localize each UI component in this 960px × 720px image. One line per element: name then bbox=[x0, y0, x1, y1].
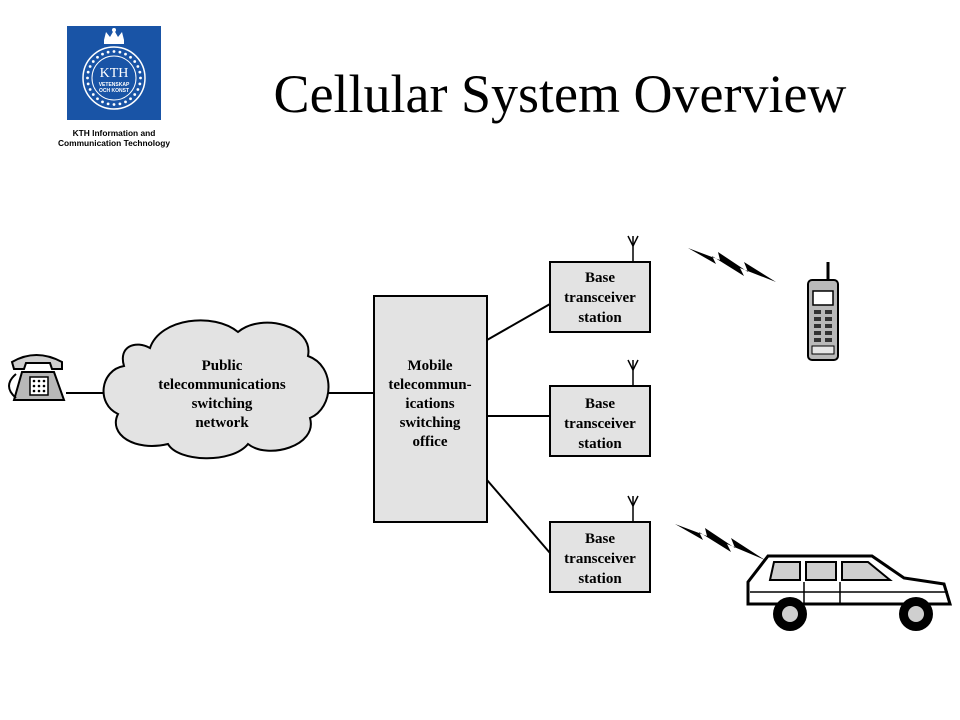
cloud-label-line: network bbox=[195, 415, 249, 431]
public-network-cloud bbox=[102, 319, 330, 460]
bts-label-line: Base bbox=[585, 396, 615, 412]
seal-dot bbox=[138, 70, 142, 74]
seal-dot bbox=[88, 88, 92, 91]
lightning-bolt-icon bbox=[688, 248, 776, 282]
logo-caption-line-2: Communication Technology bbox=[58, 138, 170, 148]
seal-dot bbox=[112, 50, 116, 53]
kth-ring-text-2: OCH KONST bbox=[99, 88, 129, 94]
kth-badge-text: KTH bbox=[100, 66, 129, 81]
seal-dot bbox=[136, 88, 140, 91]
public-network-label: Public telecommunications switching netw… bbox=[158, 358, 286, 431]
kth-logo: KTH VETENSKAP OCH KONST bbox=[67, 26, 161, 120]
bts-label-line: transceiver bbox=[564, 416, 636, 432]
seal-dot bbox=[91, 60, 95, 63]
seal-dot bbox=[106, 50, 110, 54]
seal-dot bbox=[139, 76, 142, 80]
bts-label-line: transceiver bbox=[564, 551, 636, 567]
bts-label-line: station bbox=[578, 310, 622, 326]
seal-dot bbox=[86, 70, 90, 74]
msc-to-bts3-line bbox=[486, 479, 551, 554]
logo-caption: KTH Information and Communication Techno… bbox=[48, 128, 180, 148]
bts-label-line: Base bbox=[585, 270, 615, 286]
base-station-2: Base transceiver station bbox=[549, 359, 651, 457]
seal-dot bbox=[112, 103, 116, 106]
bts-label-line: transceiver bbox=[564, 290, 636, 306]
bts-label-line: station bbox=[578, 436, 622, 452]
seal-dot bbox=[124, 100, 127, 104]
msc-box bbox=[373, 295, 488, 523]
seal-dot bbox=[96, 97, 99, 101]
seal-dot bbox=[101, 100, 104, 104]
msc-label: Mobile telecommun- ications switching of… bbox=[388, 358, 471, 450]
seal-dot bbox=[133, 93, 137, 96]
seal-dot bbox=[106, 102, 110, 106]
logo-caption-line-1: KTH Information and bbox=[72, 128, 156, 138]
kth-seal-icon: KTH VETENSKAP OCH KONST bbox=[82, 28, 146, 110]
telephone-icon bbox=[8, 354, 66, 401]
cloud-label-line: Public bbox=[202, 358, 243, 374]
bts-label-line: Base bbox=[585, 531, 615, 547]
msc-label-line: Mobile bbox=[408, 358, 453, 374]
seal-dot bbox=[124, 52, 127, 56]
seal-dot bbox=[136, 65, 140, 68]
seal-dot bbox=[118, 50, 122, 54]
cloud-label-line: telecommunications bbox=[158, 377, 286, 393]
car-icon bbox=[746, 554, 953, 631]
seal-dot bbox=[88, 65, 92, 68]
slide-title: Cellular System Overview bbox=[273, 64, 847, 124]
seal-dot bbox=[91, 93, 95, 96]
msc-to-bts1-line bbox=[486, 303, 551, 341]
msc-label-line: office bbox=[413, 434, 448, 450]
cloud-label-line: switching bbox=[192, 396, 253, 412]
msc-label-line: switching bbox=[400, 415, 461, 431]
mobile-phone-icon bbox=[807, 262, 839, 361]
seal-dot bbox=[86, 76, 89, 80]
seal-dot bbox=[129, 55, 132, 59]
base-station-3: Base transceiver station bbox=[549, 495, 651, 593]
seal-dot bbox=[86, 82, 90, 86]
seal-dot bbox=[118, 102, 122, 106]
lightning-bolt-icon bbox=[675, 524, 765, 560]
kth-ring-text-1: VETENSKAP bbox=[99, 82, 130, 88]
msc-label-line: telecommun- bbox=[388, 377, 471, 393]
antenna-icon bbox=[627, 359, 639, 386]
msc-label-line: ications bbox=[405, 396, 454, 412]
base-station-1: Base transceiver station bbox=[549, 235, 651, 333]
antenna-icon bbox=[627, 495, 639, 522]
seal-dot bbox=[101, 52, 104, 56]
seal-dot bbox=[96, 55, 99, 59]
bts-label-line: station bbox=[578, 571, 622, 587]
seal-dot bbox=[129, 97, 132, 101]
antenna-icon bbox=[627, 235, 639, 262]
seal-dot bbox=[138, 82, 142, 86]
seal-dot bbox=[133, 60, 137, 63]
